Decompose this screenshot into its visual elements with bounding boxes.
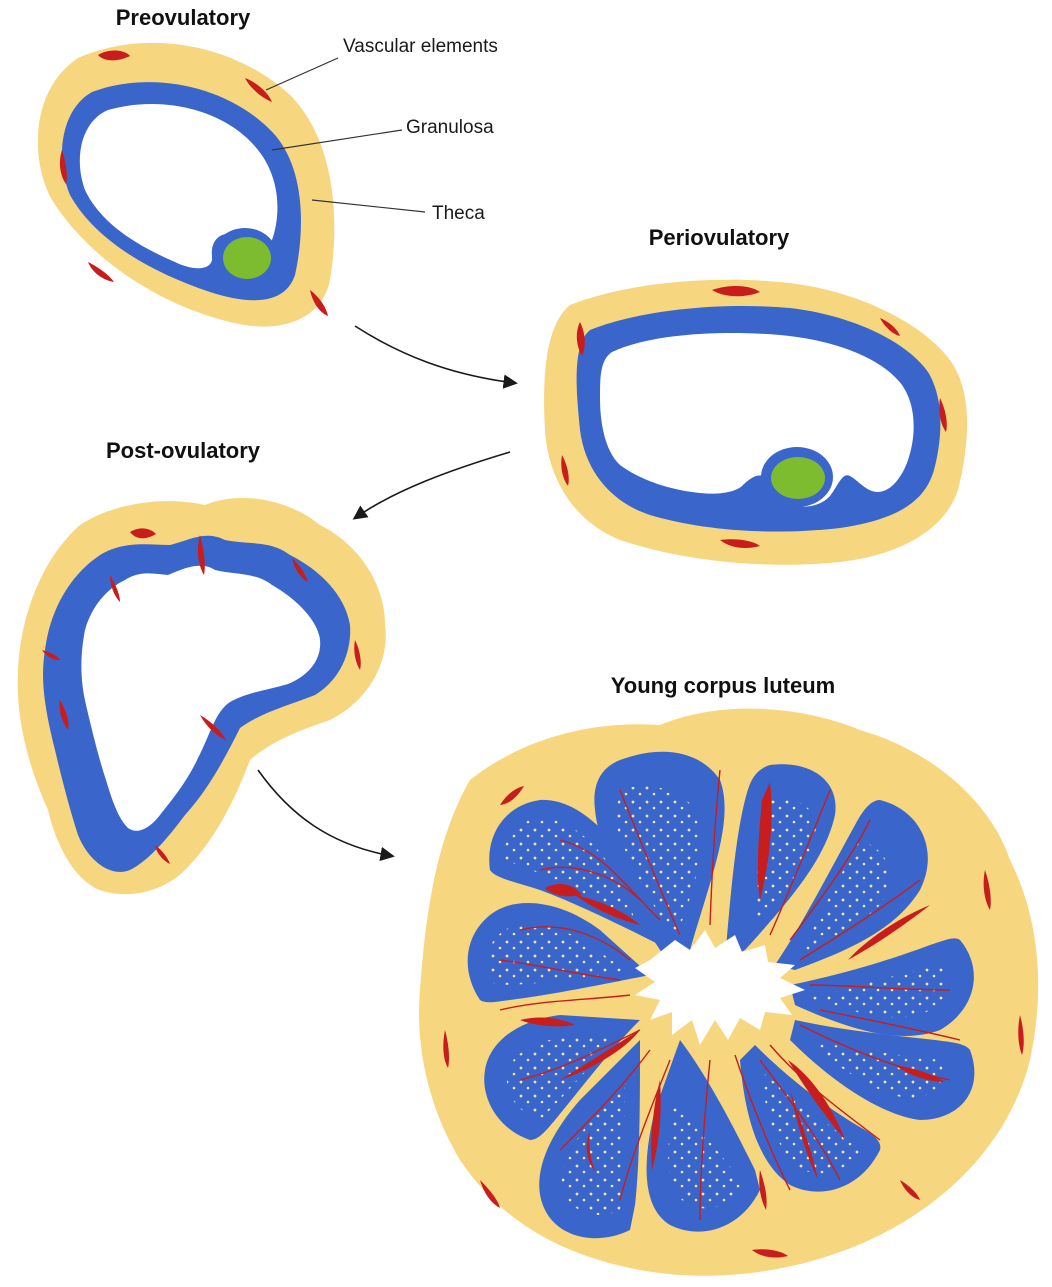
preovulatory-follicle (38, 43, 335, 327)
oocyte-nucleus (223, 237, 271, 279)
stage-title-corpus-luteum: Young corpus luteum (611, 673, 835, 698)
stage-title-periovulatory: Periovulatory (649, 225, 790, 250)
stage-title-postovulatory: Post-ovulatory (106, 438, 261, 463)
periovulatory-follicle (544, 280, 967, 565)
oocyte-nucleus (771, 457, 825, 499)
label-granulosa: Granulosa (406, 117, 494, 138)
stage-title-preovulatory: Preovulatory (116, 5, 251, 30)
label-theca: Theca (432, 203, 485, 224)
label-vascular-elements: Vascular elements (343, 36, 498, 57)
vascular-leader-line (266, 58, 338, 90)
young-corpus-luteum (419, 709, 1038, 1276)
arrow-pre-to-peri (355, 326, 515, 383)
arrow-post-to-corpus (258, 770, 392, 856)
vascular-element (88, 262, 114, 282)
arrow-peri-to-post (355, 452, 510, 518)
